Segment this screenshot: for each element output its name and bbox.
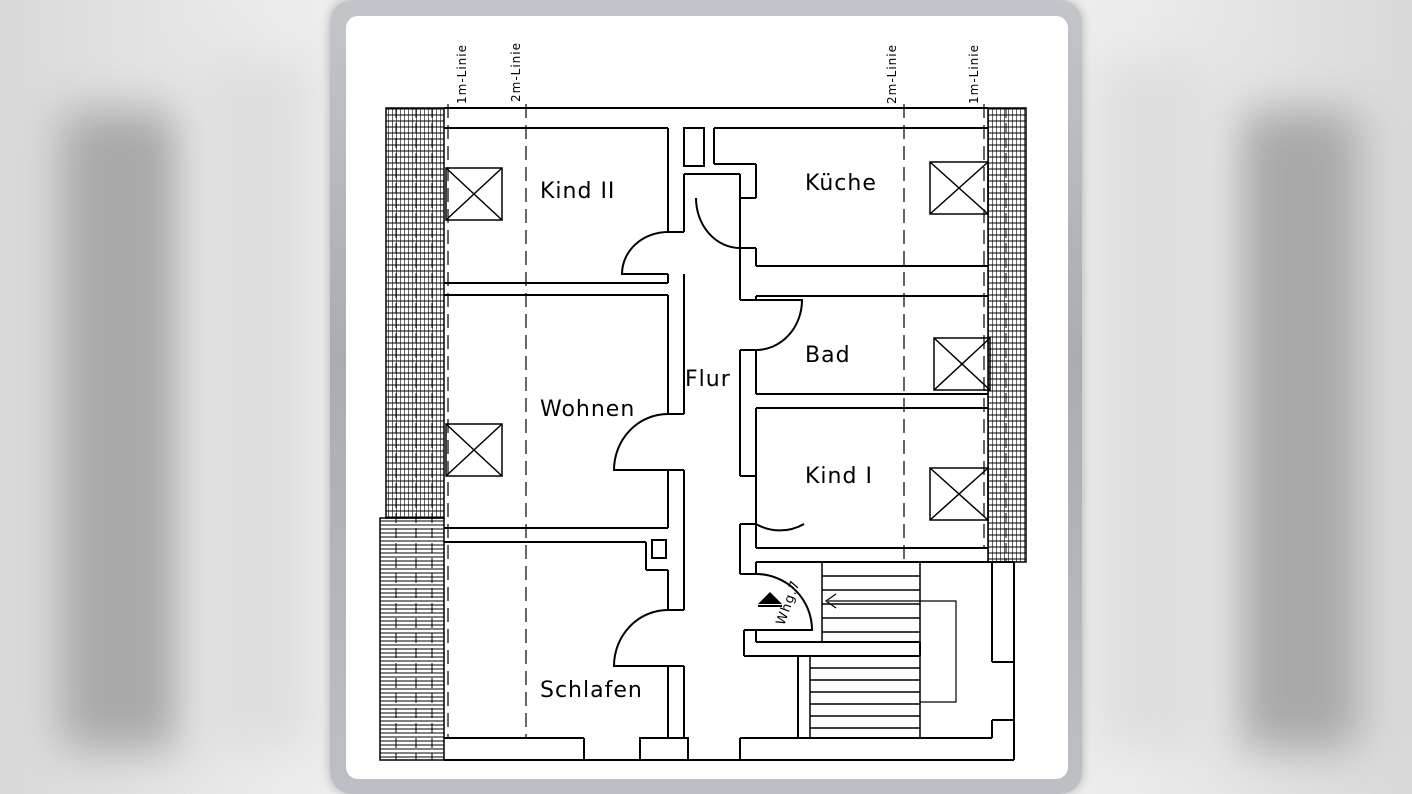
roof-wall-right	[987, 107, 1027, 563]
room-label-schlafen: Schlafen	[540, 678, 643, 703]
guide-label-2m-left: 2m-Linie	[509, 42, 523, 102]
background-blur-right-inner	[1100, 60, 1210, 750]
background-blur-right	[1240, 110, 1360, 750]
background-blur-left	[60, 110, 180, 750]
room-label-wohnen: Wohnen	[540, 397, 635, 422]
room-label-kind-i: Kind I	[805, 464, 873, 489]
floor-plan-sheet: 1m-Linie 2m-Linie 2m-Linie 1m-Linie Kind…	[346, 16, 1068, 779]
room-label-kind-ii: Kind II	[540, 179, 615, 204]
doors	[612, 197, 814, 667]
background-blur-left-inner	[200, 60, 310, 750]
staircase	[809, 562, 957, 738]
roof-windows	[445, 161, 991, 521]
room-label-kueche: Küche	[805, 171, 877, 196]
entrance-arrow-icon	[758, 592, 782, 604]
floor-plan: 1m-Linie 2m-Linie 2m-Linie 1m-Linie Kind…	[379, 42, 1027, 761]
guide-label-1m-left: 1m-Linie	[455, 44, 469, 104]
room-label-bad: Bad	[805, 343, 851, 368]
height-guide-lines	[447, 104, 985, 738]
interior-walls	[444, 127, 988, 738]
guide-label-2m-right: 2m-Linie	[885, 44, 899, 104]
outer-walls	[444, 107, 1015, 761]
roof-wall-left	[379, 107, 445, 761]
guide-label-1m-right: 1m-Linie	[967, 44, 981, 104]
room-label-flur: Flur	[685, 367, 731, 392]
